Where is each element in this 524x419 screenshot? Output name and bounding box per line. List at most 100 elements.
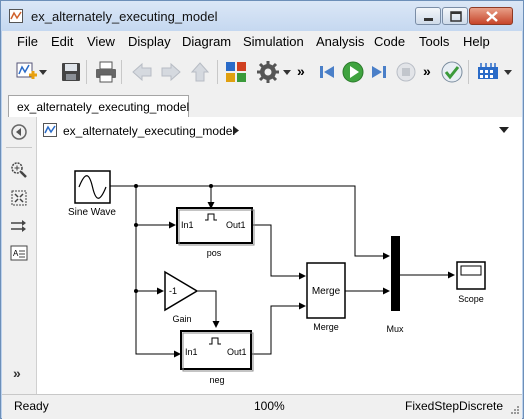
- step-forward-icon: [372, 66, 386, 78]
- chevron-down-icon[interactable]: [499, 127, 509, 134]
- arrow-right-icon: [161, 62, 181, 82]
- menu-code[interactable]: Code: [374, 34, 406, 49]
- left-palette: A »: [2, 117, 37, 394]
- signal-lines: [110, 185, 455, 358]
- merge-block[interactable]: Merge: [306, 262, 346, 319]
- pos-subsystem-block[interactable]: In1 Out1: [176, 207, 255, 246]
- build-button[interactable]: [476, 60, 500, 84]
- menu-file[interactable]: File: [17, 34, 38, 49]
- model-advisor-button[interactable]: [440, 60, 464, 84]
- step-back-button[interactable]: [315, 60, 339, 84]
- block-diagram: Sine Wave In1 Out1 pos -1 Gain In1: [68, 170, 486, 385]
- minimize-button[interactable]: [415, 7, 441, 25]
- mux-label: Mux: [386, 324, 404, 334]
- toolbar-separator: [86, 60, 87, 84]
- window-title: ex_alternately_executing_model: [31, 9, 218, 24]
- chevron-right-icon[interactable]: [233, 126, 239, 135]
- pos-label: pos: [207, 248, 222, 258]
- chevron-down-icon[interactable]: [283, 70, 291, 76]
- toolbar-separator: [121, 60, 122, 84]
- scope-screen-icon: [460, 265, 482, 276]
- print-button[interactable]: [94, 60, 118, 84]
- tab-strip: ex_alternately_executing_model: [2, 93, 522, 117]
- chevron-down-icon[interactable]: [504, 70, 512, 76]
- back-button[interactable]: [130, 60, 154, 84]
- menu-view[interactable]: View: [87, 34, 115, 49]
- status-bar: Ready 100% FixedStepDiscrete: [2, 394, 522, 419]
- menu-simulation[interactable]: Simulation: [243, 34, 304, 49]
- menu-display[interactable]: Display: [128, 34, 171, 49]
- expand-palette-button[interactable]: »: [13, 365, 21, 381]
- resize-grip-icon[interactable]: [510, 405, 520, 415]
- step-forward-button[interactable]: [367, 60, 391, 84]
- new-model-button[interactable]: [14, 60, 38, 84]
- menu-help[interactable]: Help: [463, 34, 490, 49]
- printer-icon: [96, 61, 116, 83]
- zoom-icon: [11, 162, 27, 178]
- status-zoom: 100%: [254, 399, 285, 413]
- address-path[interactable]: ex_alternately_executing_model: [63, 124, 236, 138]
- menu-analysis[interactable]: Analysis: [316, 34, 365, 49]
- scope-block[interactable]: [456, 261, 486, 290]
- fit-to-view-button[interactable]: [10, 189, 28, 207]
- save-icon: [62, 63, 80, 81]
- close-icon: [486, 11, 498, 22]
- sine-wave-block[interactable]: [74, 170, 111, 204]
- neg-out-port: Out1: [227, 347, 247, 357]
- minimize-icon: [424, 18, 433, 21]
- menu-diagram[interactable]: Diagram: [182, 34, 232, 49]
- gain-value: -1: [169, 286, 177, 296]
- arrow-left-icon: [132, 62, 152, 82]
- merge-label: Merge: [313, 322, 339, 332]
- palette-divider: [6, 147, 32, 148]
- checkmark-icon: [441, 61, 463, 83]
- menu-edit[interactable]: Edit: [51, 34, 74, 49]
- tab-model[interactable]: ex_alternately_executing_model: [8, 95, 189, 117]
- gear-icon: [257, 61, 279, 83]
- build-icon: [478, 63, 498, 79]
- pos-in-port: In1: [181, 220, 194, 230]
- maximize-button[interactable]: [442, 7, 468, 25]
- simulink-model-icon: [9, 9, 23, 23]
- maximize-icon: [450, 11, 462, 22]
- sine-wave-label: Sine Wave: [68, 207, 116, 218]
- chevron-down-icon[interactable]: [39, 70, 47, 76]
- annotation-button[interactable]: A: [10, 244, 28, 262]
- stop-icon: [396, 62, 416, 82]
- scope-label: Scope: [458, 294, 484, 304]
- neg-in-port: In1: [185, 347, 198, 357]
- forward-button[interactable]: [159, 60, 183, 84]
- menu-tools[interactable]: Tools: [419, 34, 450, 49]
- toolbar-separator: [217, 60, 218, 84]
- signal-arrow-button[interactable]: [10, 217, 28, 235]
- hide-browser-button[interactable]: [10, 123, 28, 141]
- circle-arrow-left-icon: [11, 124, 27, 140]
- gain-block[interactable]: -1: [164, 270, 199, 312]
- enable-port-icon: [209, 337, 221, 345]
- annotation-icon: A: [10, 245, 28, 261]
- zoom-button[interactable]: [10, 161, 28, 179]
- title-bar: ex_alternately_executing_model: [1, 1, 523, 31]
- enable-port-icon: [205, 213, 217, 221]
- model-icon: [43, 123, 57, 137]
- gain-label: Gain: [172, 314, 191, 324]
- diagram-canvas[interactable]: Sine Wave In1 Out1 pos -1 Gain In1: [37, 144, 522, 394]
- mux-block[interactable]: [391, 236, 400, 311]
- stop-button[interactable]: [394, 60, 418, 84]
- pos-out-port: Out1: [226, 220, 246, 230]
- neg-label: neg: [209, 375, 224, 385]
- run-button[interactable]: [341, 60, 365, 84]
- svg-text:A: A: [13, 249, 19, 258]
- toolbar-separator: [468, 60, 469, 84]
- arrows-right-icon: [11, 220, 26, 232]
- save-button[interactable]: [59, 60, 83, 84]
- toolbar-overflow[interactable]: »: [297, 63, 305, 79]
- play-icon: [342, 61, 364, 83]
- toolbar-overflow-2[interactable]: »: [423, 63, 431, 79]
- close-button[interactable]: [469, 7, 513, 25]
- library-browser-button[interactable]: [224, 60, 248, 84]
- library-browser-icon: [226, 62, 246, 82]
- neg-subsystem-block[interactable]: In1 Out1: [180, 330, 254, 372]
- up-button[interactable]: [188, 60, 212, 84]
- model-settings-button[interactable]: [256, 60, 280, 84]
